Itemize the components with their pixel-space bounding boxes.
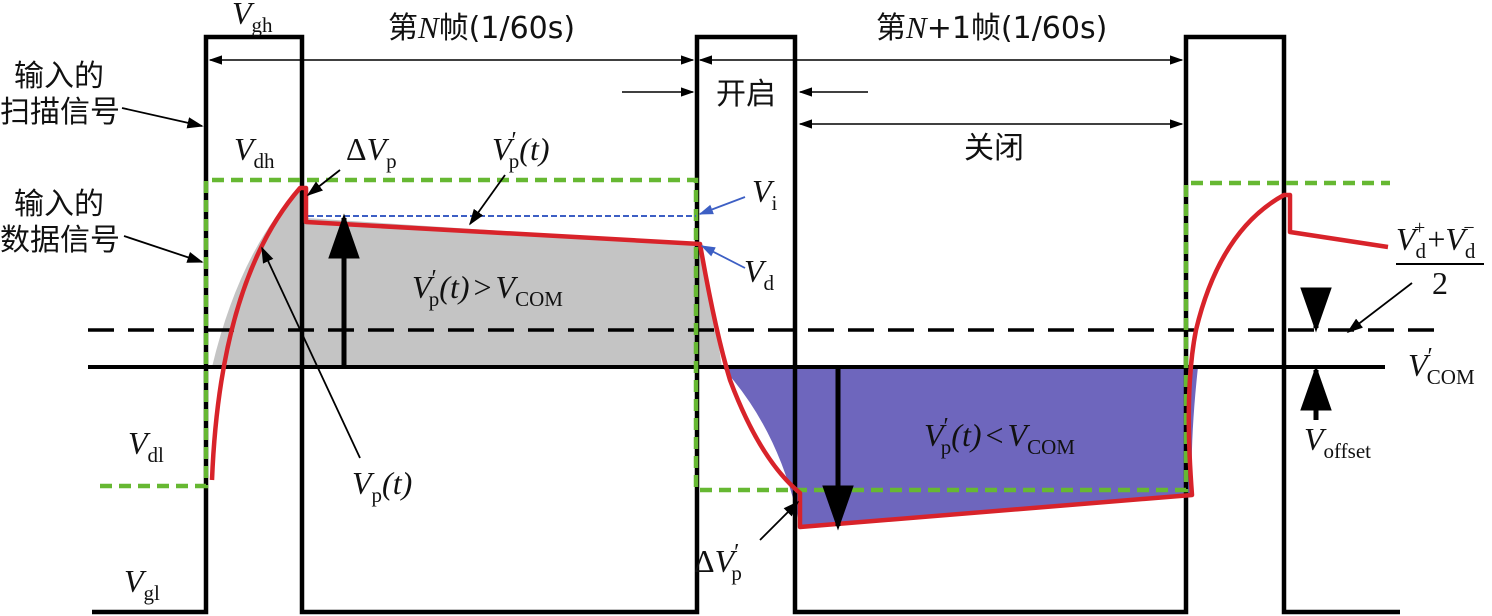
data-input-label-line1: 输入的	[14, 187, 104, 222]
scan-input-label-line1: 输入的	[14, 59, 104, 94]
vdh-label: Vdh	[234, 131, 275, 173]
vp-t-label: Vp(t)	[352, 465, 412, 507]
vgh-label: Vgh	[232, 0, 273, 37]
vd-avg-denominator: 2	[1432, 265, 1448, 301]
scan-label-arrow	[121, 107, 204, 129]
data-signal-waveform	[100, 177, 1390, 493]
vcom-prime-label: V′COM	[1408, 344, 1475, 389]
vp-t-arrow	[261, 246, 361, 459]
frame-n1-label: 第N+1帧(1/60s)	[876, 10, 1107, 46]
vd-avg-numerator: Vd++Vd−	[1396, 217, 1476, 263]
delta-vp-prime-arrow	[759, 500, 800, 541]
delta-vp-arrow	[306, 169, 341, 196]
vi-arrow	[698, 196, 746, 215]
delta-vp-label: ΔVp	[346, 131, 397, 173]
vi-label: Vi	[752, 173, 778, 215]
vgl-label: Vgl	[124, 563, 160, 605]
vd-label: Vd	[744, 253, 775, 295]
delta-vp-prime-label: ΔV′p	[694, 540, 742, 585]
vd-avg-arrow	[1346, 282, 1413, 333]
data-input-label-line2: 数据信号	[0, 223, 120, 258]
frame-n-label: 第N帧(1/60s)	[388, 10, 575, 46]
data-label-arrow	[123, 235, 204, 263]
pixel-voltage-waveform	[209, 185, 1389, 530]
vp-prime-t-arrow	[469, 174, 506, 226]
vdl-label: Vdl	[128, 425, 164, 467]
voffset-label: Voffset	[1304, 421, 1371, 463]
vp-lt-vcom-label: V′p(t)<VCOM	[924, 414, 1075, 459]
vd-arrow	[700, 245, 746, 269]
vp-gt-vcom-label: V′p(t)>VCOM	[412, 266, 563, 311]
scan-input-label-line2: 扫描信号	[0, 95, 120, 130]
scan-signal-waveform	[92, 34, 1400, 615]
on-label: 开启	[716, 77, 776, 112]
off-label: 关闭	[964, 131, 1024, 166]
vp-prime-t-label: V′p(t)	[492, 128, 550, 173]
